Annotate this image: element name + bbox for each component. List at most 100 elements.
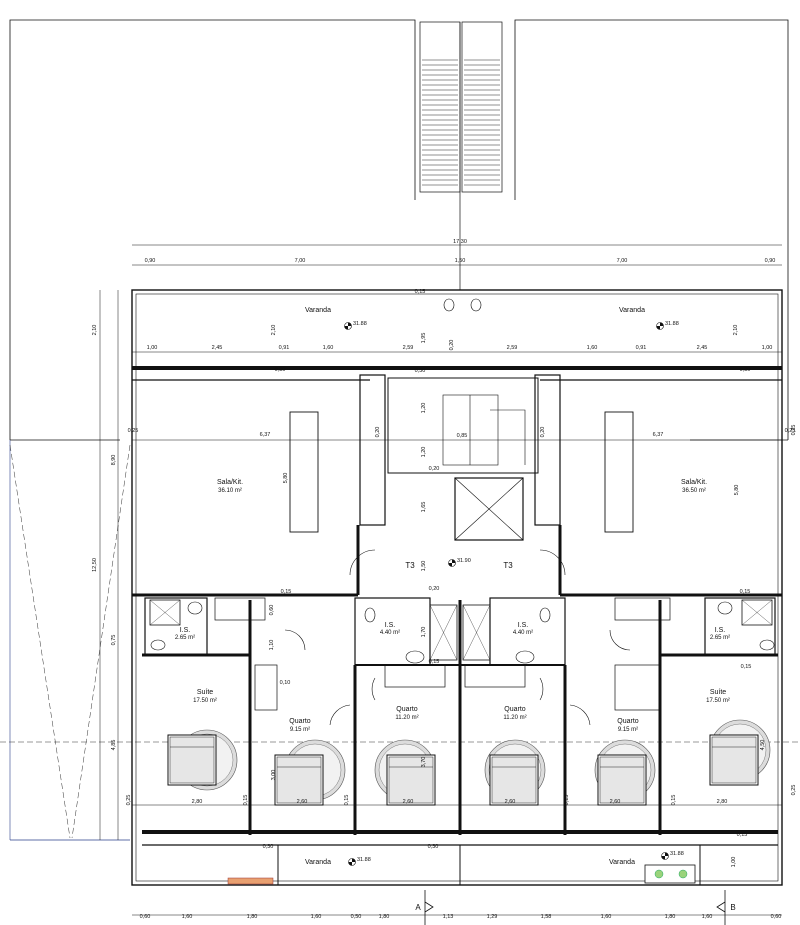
dim-room-450: 4,50 xyxy=(760,740,766,751)
dim-room-260-b: 2,60 xyxy=(403,799,414,805)
quarto-2-area: 11.20 m² xyxy=(395,715,418,721)
dim-bottom-4: 0,50 xyxy=(351,914,362,920)
dim-varanda-2: 0,91 xyxy=(279,345,290,351)
closet-hatching xyxy=(149,599,773,661)
is-left-label: I.S. xyxy=(180,627,191,634)
is-center-right-label: I.S. xyxy=(518,622,529,629)
suite-right-label: Suíte xyxy=(710,689,726,696)
dim-bottom-7: 1,29 xyxy=(487,914,498,920)
dim-varanda-4: 2,59 xyxy=(403,345,414,351)
dim-varanda-8: 2,45 xyxy=(697,345,708,351)
dim-sala-right-width: 6,37 xyxy=(653,432,664,438)
dim-varanda-5: 2,59 xyxy=(507,345,518,351)
varanda-bottom-right-label: Varanda xyxy=(609,859,635,866)
is-right-area: 2.65 m² xyxy=(710,635,730,641)
internal-stair xyxy=(442,394,526,466)
external-stairs xyxy=(419,21,503,290)
lift-right-label: T3 xyxy=(503,561,513,570)
dim-varanda-1: 2,45 xyxy=(212,345,223,351)
quarto-4-area: 9.15 m² xyxy=(618,727,638,733)
dim-wall-020-right: 0,20 xyxy=(540,427,546,438)
dim-top-3: 7,00 xyxy=(617,258,628,264)
site-boundary xyxy=(9,19,789,841)
dim-bottom-9: 1,60 xyxy=(601,914,612,920)
building-walls xyxy=(131,289,783,886)
dim-sala-left-width: 6,37 xyxy=(260,432,271,438)
dim-overall-width: 17,30 xyxy=(453,239,467,245)
dim-wall-015-suite-right: 0,15 xyxy=(741,664,752,670)
dim-sala-right-corner: 0,25 xyxy=(785,428,796,434)
is-left-area: 2.65 m² xyxy=(175,635,195,641)
is-center-left-area: 4.40 m² xyxy=(380,630,400,636)
dim-varanda-3: 1,60 xyxy=(323,345,334,351)
dim-wall-030-bottom-left: 0,30 xyxy=(263,844,274,850)
vertical-dimension-texts: 12,50 8,90 4,85 0,25 0,75 2,10 2,10 2,10… xyxy=(92,325,797,868)
sala-left-label: Sala/Kit. xyxy=(217,479,243,486)
dim-small-010: 0,10 xyxy=(280,680,291,686)
bedroom-furniture xyxy=(167,719,771,806)
dim-wall-015-sala-right: 0,15 xyxy=(740,589,751,595)
level-varanda-bottom-right: 31.88 xyxy=(670,851,684,857)
dim-left-lower: 4,85 xyxy=(111,740,117,751)
dim-room-300: 3,00 xyxy=(271,770,277,781)
dim-left-overall: 12,50 xyxy=(92,558,98,572)
dim-room-260-c: 2,60 xyxy=(505,799,516,805)
dim-wall-015-room-d: 0,15 xyxy=(671,795,677,806)
dim-sala-left-depth: 5,80 xyxy=(283,473,289,484)
dim-wall-020-left: 0,20 xyxy=(375,427,381,438)
varanda-bottom-left-label: Varanda xyxy=(305,859,331,866)
dim-room-280-right: 2,80 xyxy=(717,799,728,805)
dim-room-370: 3,70 xyxy=(421,757,427,768)
dim-varanda-bottom-depth: 1,00 xyxy=(731,857,737,868)
dim-wall-015-room-b: 0,15 xyxy=(344,795,350,806)
bathroom-fixtures xyxy=(150,298,775,664)
dim-wall-030-bottom-center: 0,30 xyxy=(428,844,439,850)
is-right-label: I.S. xyxy=(715,627,726,634)
varanda-left-label: Varanda xyxy=(305,307,331,314)
dim-sala-right-depth: 5,80 xyxy=(734,485,740,496)
quarto-1-label: Quarto xyxy=(289,718,311,725)
dim-wall-015-center: 0,15 xyxy=(429,659,440,665)
sala-left-area: 36.10 m² xyxy=(218,488,242,494)
dim-bottom-10: 1,80 xyxy=(665,914,676,920)
suite-right-area: 17.50 m² xyxy=(706,698,730,704)
dim-stair-085: 0,85 xyxy=(457,433,468,439)
dim-varanda-6: 1,60 xyxy=(587,345,598,351)
dimension-texts: 17,30 0,90 7,00 1,50 7,00 0,90 1,00 2,45… xyxy=(128,239,796,920)
is-center-right-area: 4.40 m² xyxy=(513,630,533,636)
dim-top-4: 0,90 xyxy=(765,258,776,264)
dim-bottom-0: 0,60 xyxy=(140,914,151,920)
dim-bottom-12: 0,60 xyxy=(771,914,782,920)
is-center-left-label: I.S. xyxy=(385,622,396,629)
dim-top-2: 1,50 xyxy=(455,258,466,264)
level-varanda-right: 31.88 xyxy=(665,321,679,327)
dim-bottom-3: 1,60 xyxy=(311,914,322,920)
dim-wall-030-left: 0,30 xyxy=(275,367,286,373)
section-b-label: B xyxy=(730,903,735,912)
varanda-details xyxy=(227,864,696,885)
dim-varanda-depth-inner: 2,10 xyxy=(271,325,277,336)
door-swings xyxy=(284,549,631,726)
dim-bottom-11: 1,60 xyxy=(702,914,713,920)
level-varanda-bottom-left: 31.88 xyxy=(357,857,371,863)
dim-varanda-depth: 2,10 xyxy=(92,325,98,336)
quarto-3-label: Quarto xyxy=(504,706,526,713)
dim-is-110: 1,10 xyxy=(269,640,275,651)
dim-bottom-2: 1,80 xyxy=(247,914,258,920)
dim-varanda-9: 1,00 xyxy=(762,345,773,351)
dim-is-depth: 1,70 xyxy=(421,627,427,638)
dim-top-1: 7,00 xyxy=(295,258,306,264)
quarto-4-label: Quarto xyxy=(617,718,639,725)
dim-outer-edge-top: 0,25 xyxy=(791,425,797,436)
suite-left-area: 17.50 m² xyxy=(193,698,217,704)
stair-treads xyxy=(422,59,500,186)
dim-wall-020-hall: 0,20 xyxy=(429,586,440,592)
dim-wall-030-right: 0,30 xyxy=(740,367,751,373)
level-varanda-left: 31.88 xyxy=(353,321,367,327)
level-markers: 31.88 31.88 31.88 31.88 31.90 xyxy=(344,321,684,866)
dim-wall-020-top: 0,20 xyxy=(449,340,455,351)
dim-bottom-5: 1,80 xyxy=(379,914,390,920)
dim-wall-015-sala-left: 0,15 xyxy=(281,589,292,595)
dim-wall-015-top: 0,15 xyxy=(415,289,426,295)
dim-wall-015-room-a: 0,15 xyxy=(243,795,249,806)
